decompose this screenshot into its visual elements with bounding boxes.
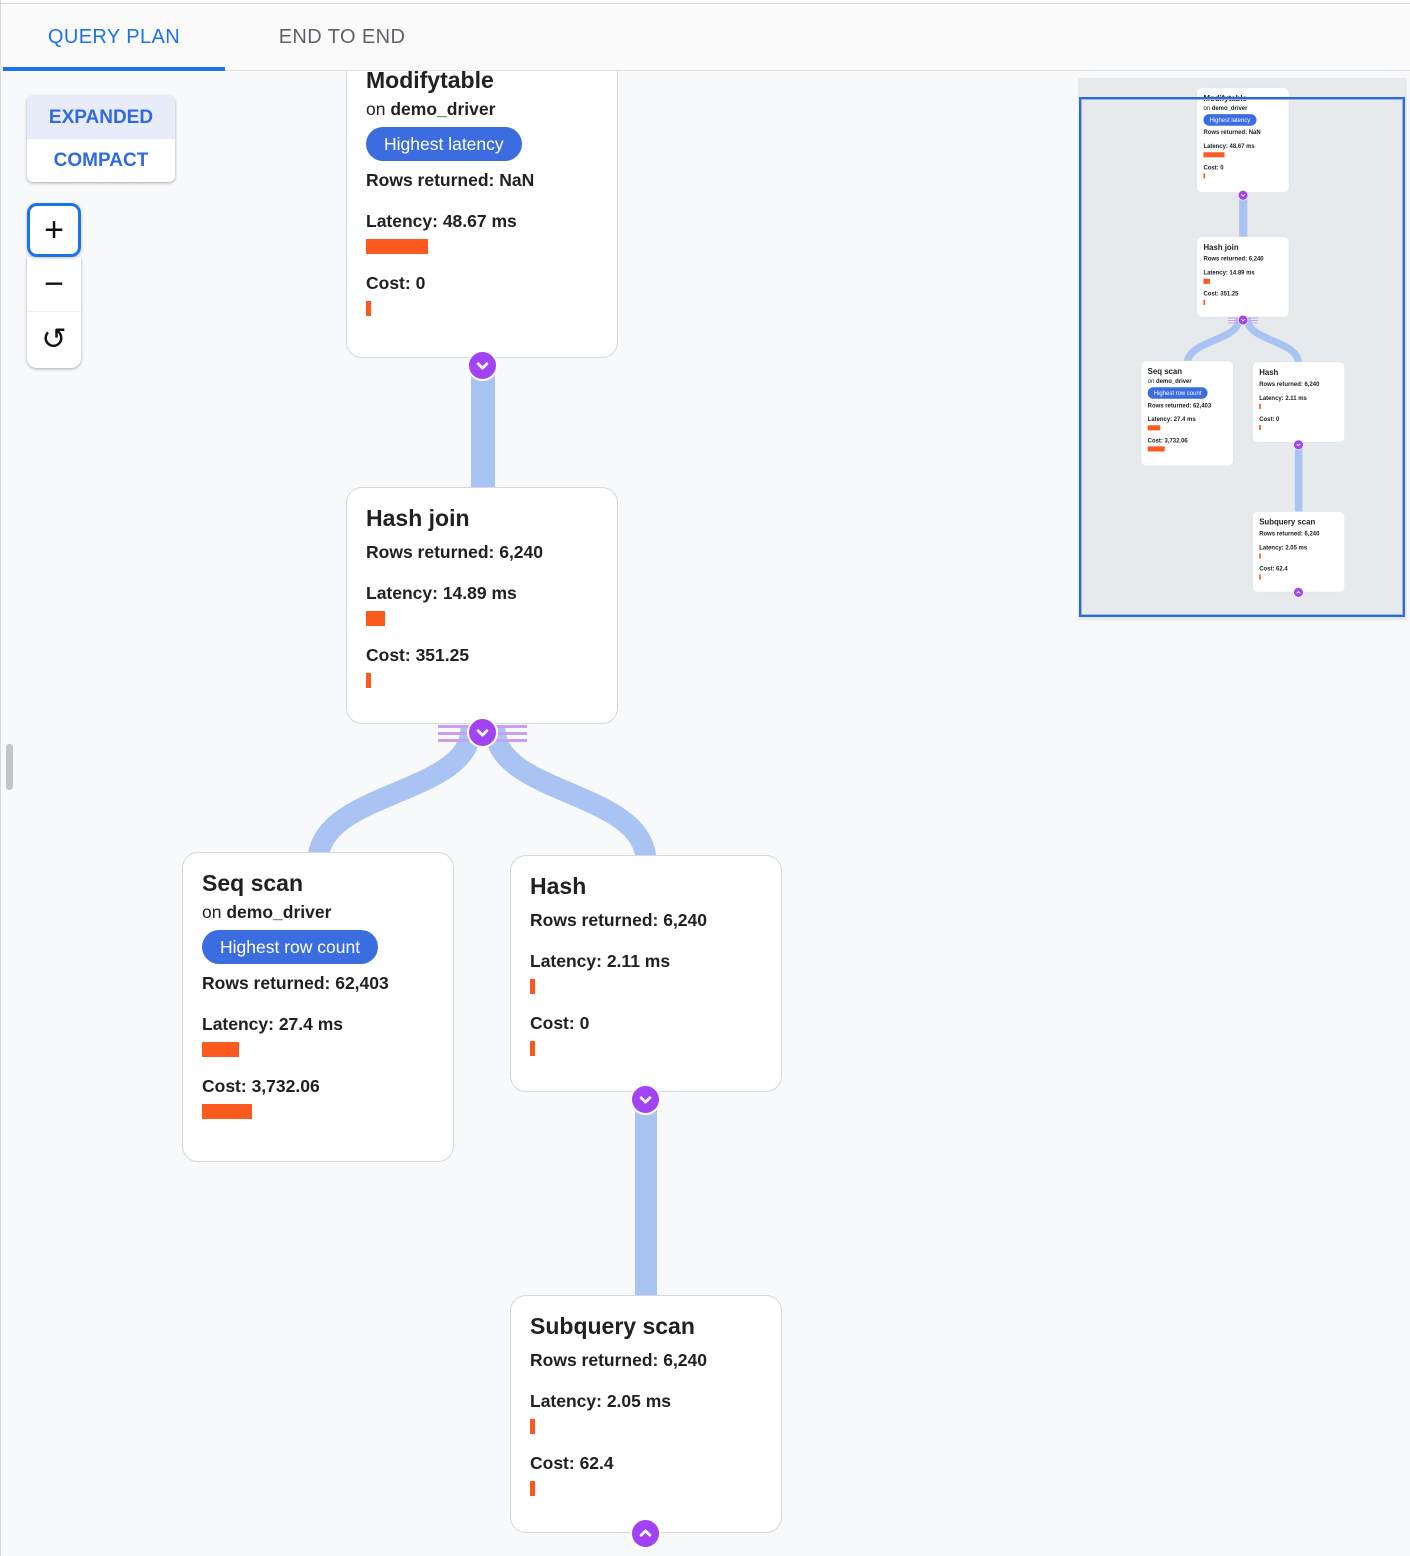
latency-bar	[366, 611, 385, 626]
latency-bar	[202, 1042, 239, 1057]
window-top-strip	[0, 0, 1410, 4]
zoom-button-group: − ↺	[27, 257, 81, 368]
rows-returned: Rows returned: 6,240	[530, 1350, 707, 1370]
tab-end-to-end[interactable]: END TO END	[278, 26, 406, 48]
plan-node-modifytable[interactable]: Modifytable on demo_driver Highest laten…	[346, 49, 618, 358]
plan-node-hash[interactable]: Hash Rows returned: 6,240 Latency: 2.11 …	[510, 855, 782, 1092]
collapse-connector-modifytable[interactable]	[467, 350, 498, 381]
node-table: on demo_driver	[202, 902, 332, 922]
collapse-connector-hash[interactable]	[630, 1084, 661, 1115]
latency-value: Latency: 27.4 ms	[202, 1014, 344, 1034]
highest-row-count-badge: Highest row count	[202, 930, 379, 964]
rows-returned: Rows returned: 6,240	[366, 542, 543, 562]
plan-node-hash-join[interactable]: Hash join Rows returned: 6,240 Latency: …	[346, 487, 618, 724]
merged-edges-stripes-right	[496, 725, 527, 742]
view-mode-toggle: EXPANDED COMPACT	[27, 96, 175, 182]
node-title: Hash	[530, 873, 587, 899]
reset-icon: ↺	[41, 323, 67, 356]
cost-value: Cost: 3,732.06	[202, 1076, 320, 1096]
cost-bar	[202, 1104, 252, 1119]
minimap[interactable]: Modifytable on demo_driver Highest laten…	[1078, 78, 1407, 620]
cost-bar	[530, 1481, 535, 1496]
view-mode-compact[interactable]: COMPACT	[53, 149, 149, 171]
cost-bar	[366, 673, 371, 688]
cost-bar	[366, 301, 371, 316]
rows-returned: Rows returned: 62,403	[202, 973, 389, 993]
cost-bar	[530, 1041, 535, 1056]
highest-latency-badge: Highest latency	[366, 127, 522, 161]
latency-value: Latency: 2.11 ms	[530, 951, 671, 971]
latency-value: Latency: 48.67 ms	[366, 211, 517, 231]
rows-returned: Rows returned: NaN	[366, 170, 535, 190]
cost-value: Cost: 0	[366, 273, 426, 293]
latency-value: Latency: 2.05 ms	[530, 1391, 672, 1411]
node-table: on demo_driver	[366, 99, 496, 119]
plan-edges	[307, 350, 657, 1305]
collapse-connector-hash-join[interactable]	[467, 717, 498, 748]
latency-bar	[530, 1419, 535, 1434]
node-title: Subquery scan	[530, 1313, 695, 1339]
reset-view-button[interactable]: ↺	[27, 312, 81, 367]
latency-value: Latency: 14.89 ms	[366, 583, 517, 603]
cost-value: Cost: 351.25	[366, 645, 470, 665]
latency-bar	[366, 239, 428, 254]
vertical-scrollbar-thumb[interactable]	[6, 744, 13, 790]
zoom-out-button[interactable]: −	[27, 257, 81, 312]
plan-node-seq-scan[interactable]: Seq scan on demo_driver Highest row coun…	[182, 852, 454, 1162]
view-mode-expanded[interactable]: EXPANDED	[27, 96, 175, 139]
panel-left-border	[0, 0, 1, 1556]
cost-value: Cost: 0	[530, 1013, 590, 1033]
cost-value: Cost: 62.4	[530, 1453, 614, 1473]
minus-icon: −	[44, 264, 64, 303]
merged-edges-stripes-left	[438, 725, 469, 742]
zoom-in-button[interactable]: +	[27, 203, 81, 257]
tab-query-plan[interactable]: QUERY PLAN	[0, 5, 228, 71]
latency-bar	[530, 979, 535, 994]
plus-icon: +	[44, 210, 64, 249]
node-title: Modifytable	[366, 67, 494, 93]
node-title: Hash join	[366, 505, 470, 531]
expand-connector-subquery-scan[interactable]	[630, 1518, 661, 1549]
rows-returned: Rows returned: 6,240	[530, 910, 707, 930]
tab-bar: QUERY PLAN END TO END	[0, 5, 1410, 71]
plan-node-subquery-scan[interactable]: Subquery scan Rows returned: 6,240 Laten…	[510, 1295, 782, 1533]
node-title: Seq scan	[202, 870, 303, 896]
minimap-viewport-rect[interactable]	[1079, 97, 1405, 617]
